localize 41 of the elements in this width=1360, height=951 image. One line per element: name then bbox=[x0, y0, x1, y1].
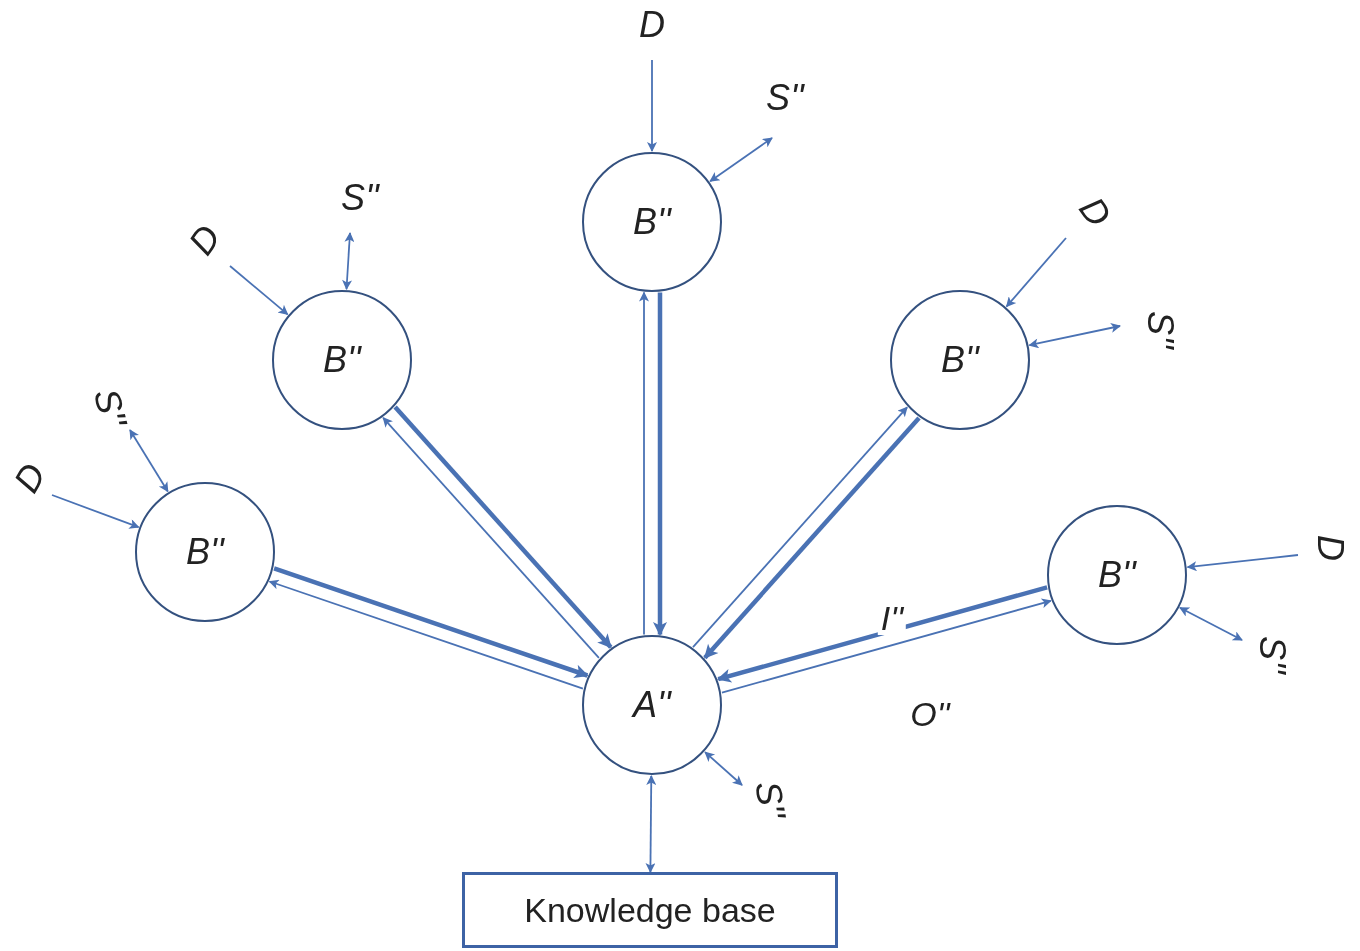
signal-label: S'' bbox=[766, 80, 804, 116]
signal-label: S'' bbox=[341, 180, 379, 216]
arrow bbox=[268, 579, 584, 690]
arrow bbox=[709, 137, 773, 183]
arrow bbox=[342, 232, 355, 291]
arrow bbox=[645, 775, 657, 873]
signal-label: D bbox=[1072, 191, 1118, 233]
arrow bbox=[1005, 237, 1067, 308]
box-label: Knowledge base bbox=[524, 890, 776, 930]
arrow bbox=[273, 566, 589, 679]
arrow bbox=[653, 292, 667, 636]
arrow bbox=[129, 429, 169, 493]
arrow bbox=[1179, 606, 1243, 641]
signal-label: S'' bbox=[1254, 636, 1290, 674]
arrow bbox=[647, 59, 657, 152]
arrow bbox=[639, 291, 649, 636]
arrow bbox=[704, 751, 743, 786]
signal-label: S'' bbox=[87, 385, 133, 431]
signal-label: S'' bbox=[749, 778, 791, 822]
arrow bbox=[382, 416, 600, 659]
arrow bbox=[716, 585, 1048, 683]
signal-label: D bbox=[7, 457, 53, 499]
arrow bbox=[703, 416, 921, 660]
signal-label: D bbox=[182, 219, 228, 261]
arrow bbox=[721, 598, 1052, 694]
arrow bbox=[1186, 554, 1299, 572]
arrow bbox=[393, 405, 613, 649]
arrow bbox=[1028, 322, 1121, 349]
node-label: B'' bbox=[633, 201, 671, 243]
signal-label: D bbox=[639, 7, 665, 43]
arrow bbox=[229, 265, 289, 316]
arrow bbox=[692, 406, 908, 648]
node-label: B'' bbox=[941, 339, 979, 381]
node-label: B'' bbox=[1098, 554, 1136, 596]
node-label: A'' bbox=[633, 684, 671, 726]
signal-label: D bbox=[1312, 535, 1348, 561]
signal-label: S'' bbox=[1142, 311, 1178, 349]
knowledge-box bbox=[462, 872, 838, 948]
node-label: B'' bbox=[323, 339, 361, 381]
node-label: B'' bbox=[186, 531, 224, 573]
arrow bbox=[51, 494, 140, 529]
